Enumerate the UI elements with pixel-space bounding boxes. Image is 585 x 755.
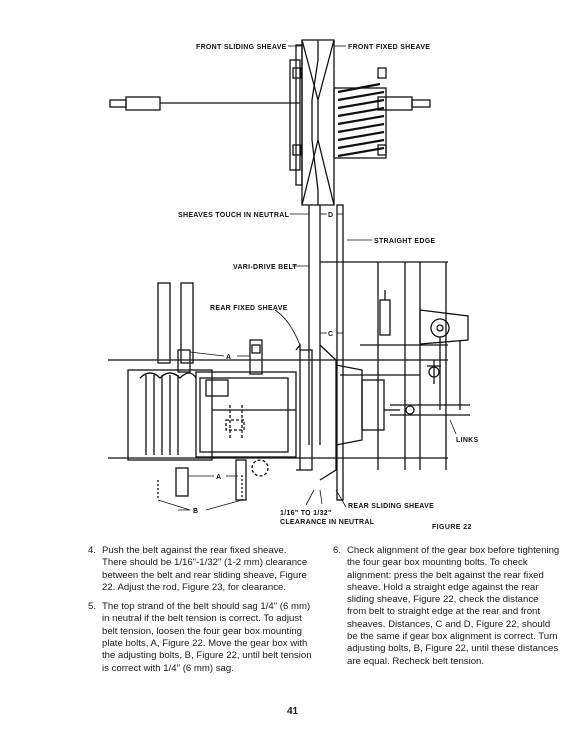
label-rear-fixed-sheave: REAR FIXED SHEAVE (210, 305, 288, 312)
step-number: 5. (88, 601, 97, 613)
step-text: Check alignment of the gear box before t… (347, 545, 560, 667)
label-vari-drive-belt: VARI-DRIVE BELT (233, 264, 298, 271)
label-sheaves-touch: SHEAVES TOUCH IN NEUTRAL (178, 212, 290, 219)
label-bolt-b: B (193, 508, 198, 515)
page-number: 41 (286, 706, 299, 717)
label-dim-d: D (328, 212, 333, 219)
label-bolt-a-upper: A (226, 354, 231, 361)
instructions-right-column: 6. Check alignment of the gear box befor… (333, 545, 560, 675)
label-clearance-range: 1/16" TO 1/32" (280, 510, 332, 517)
figure-caption: FIGURE 22 (432, 524, 472, 531)
figure-22-diagram: FRONT SLIDING SHEAVE FRONT FIXED SHEAVE … (108, 39, 479, 526)
label-front-fixed-sheave: FRONT FIXED SHEAVE (348, 44, 430, 51)
step-5: 5. The top strand of the belt should sag… (88, 601, 312, 675)
label-dim-c: C (328, 331, 333, 338)
step-6: 6. Check alignment of the gear box befor… (333, 545, 560, 668)
step-4: 4. Push the belt against the rear fixed … (88, 545, 312, 594)
label-rear-sliding-sheave: REAR SLIDING SHEAVE (348, 503, 434, 510)
step-number: 6. (333, 545, 342, 556)
label-front-sliding-sheave: FRONT SLIDING SHEAVE (196, 44, 287, 51)
label-straight-edge: STRAIGHT EDGE (374, 238, 435, 245)
step-text: Push the belt against the rear fixed she… (102, 545, 308, 593)
label-links: LINKS (456, 437, 479, 444)
instructions-left-column: 4. Push the belt against the rear fixed … (88, 545, 312, 682)
label-bolt-a-lower: A (216, 474, 221, 481)
step-text: The top strand of the belt should sag 1/… (102, 601, 312, 674)
step-number: 4. (88, 545, 97, 556)
label-clearance-in-neutral: CLEARANCE IN NEUTRAL (280, 519, 375, 526)
